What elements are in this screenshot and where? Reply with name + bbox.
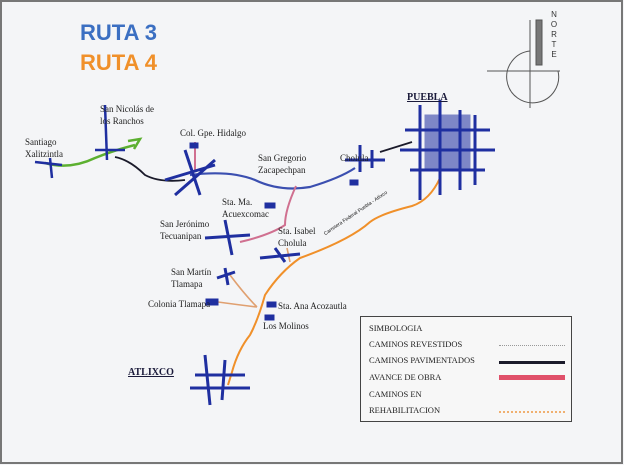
label-acuexcomac: Sta. Ma.Acuexcomac [222, 197, 269, 219]
legend-swatch-pavimentados [499, 361, 565, 364]
progress-road [239, 185, 297, 243]
ruta3-title: RUTA 3 [80, 20, 157, 45]
label-puebla: PUEBLA [407, 92, 448, 103]
legend-item: CAMINOS EN [369, 389, 422, 399]
legend-item: AVANCE DE OBRA [369, 372, 442, 382]
legend-swatch-avance [499, 375, 565, 380]
label-molinos: Los Molinos [263, 321, 309, 331]
label-hidalgo: Col. Gpe. Hidalgo [180, 128, 246, 138]
legend-swatch-rehabilitacion [499, 411, 565, 413]
legend-swatch-revestidos [499, 345, 565, 346]
ruta4-road [227, 177, 441, 386]
ruta4-title: RUTA 4 [80, 50, 157, 75]
paved-road-2 [379, 141, 413, 153]
legend-title: SIMBOLOGIA [369, 323, 423, 333]
legend-item: CAMINOS REVESTIDOS [369, 339, 463, 349]
green-arrow-icon [127, 137, 143, 150]
label-cholula: Cholula [340, 153, 369, 163]
label-sta-ana: Sta. Ana Acozautla [278, 301, 347, 311]
paved-road [114, 156, 186, 182]
north-label: NORTE [550, 10, 558, 59]
legend: SIMBOLOGIA CAMINOS REVESTIDOS CAMINOS PA… [360, 316, 572, 422]
legend-item: REHABILITACION [369, 405, 441, 415]
label-colonia: Colonia Tlamapa [148, 299, 211, 309]
legend-item: CAMINOS PAVIMENTADOS [369, 355, 475, 365]
north-arrow-icon [487, 19, 560, 108]
town-blocks [34, 100, 495, 406]
label-atlixco: ATLIXCO [128, 367, 174, 378]
ruta3-road [189, 167, 356, 190]
